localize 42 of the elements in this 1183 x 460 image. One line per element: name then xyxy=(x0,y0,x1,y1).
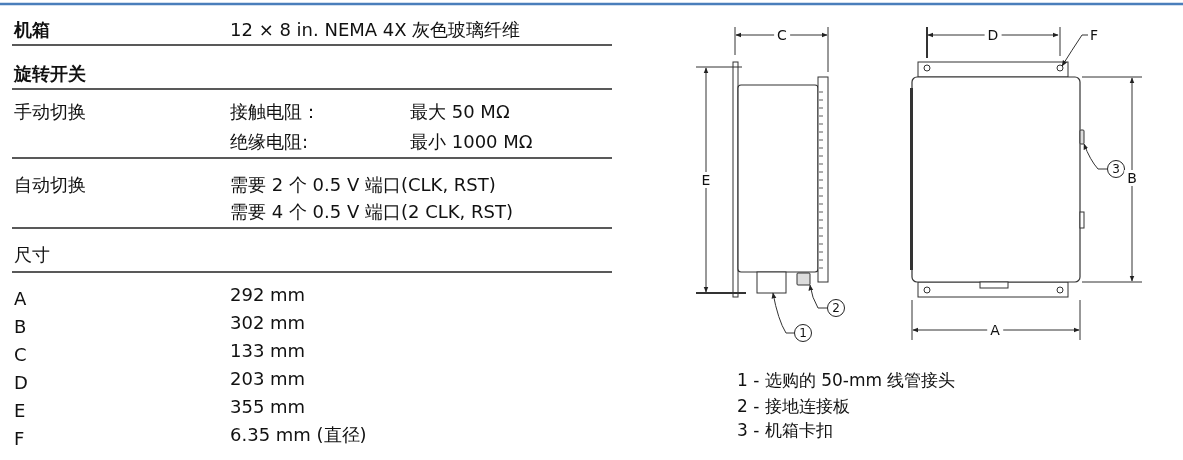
spec-value: 302 mm xyxy=(230,311,306,335)
ground-plate xyxy=(796,272,811,286)
callout-number: 1 xyxy=(794,324,812,342)
leader-line xyxy=(808,284,828,309)
enclosure-latch xyxy=(1079,129,1085,145)
spec-value: 355 mm xyxy=(230,395,306,419)
spec-value: 6.35 mm (直径) xyxy=(230,423,367,447)
spec-label: 绝缘电阻: xyxy=(230,130,309,154)
spec-value: 需要 4 个 0.5 V 端口(2 CLK, RST) xyxy=(230,200,513,224)
spec-label: B xyxy=(14,315,27,339)
spec-label: C xyxy=(14,343,27,367)
section-heading: 机箱 xyxy=(14,18,50,42)
spec-value: 292 mm xyxy=(230,283,306,307)
spec-label: D xyxy=(14,371,28,395)
dimension-label: A xyxy=(987,322,1003,338)
row-heading: 自动切换 xyxy=(14,173,86,197)
spec-value: 最小 1000 MΩ xyxy=(410,130,533,154)
spec-value: 12 × 8 in. NEMA 4X 灰色玻璃纤维 xyxy=(230,18,521,42)
section-heading: 旋转开关 xyxy=(14,62,86,86)
leader-line xyxy=(1061,34,1089,67)
dimension-label: F xyxy=(1088,27,1101,43)
row-heading: 手动切换 xyxy=(14,100,86,124)
spec-value: 133 mm xyxy=(230,339,306,363)
mounting-hole xyxy=(1056,64,1064,72)
spec-label: E xyxy=(14,399,26,423)
spec-label: A xyxy=(14,287,27,311)
callout-note: 3 - 机箱卡扣 xyxy=(737,419,833,441)
callout-number: 3 xyxy=(1107,160,1125,178)
dimension-label: D xyxy=(984,27,1002,43)
callout-note: 1 - 选购的 50-mm 线管接头 xyxy=(737,369,956,391)
spec-label: F xyxy=(14,427,25,451)
leader-line xyxy=(771,292,795,334)
spec-value: 需要 2 个 0.5 V 端口(CLK, RST) xyxy=(230,173,496,197)
spec-label: 接触电阻： xyxy=(230,100,320,124)
spec-value: 203 mm xyxy=(230,367,306,391)
leader-line xyxy=(1083,143,1108,170)
spec-value: 最大 50 MΩ xyxy=(410,100,510,124)
row-heading: 尺寸 xyxy=(14,243,50,267)
callout-note: 2 - 接地连接板 xyxy=(737,395,850,417)
dimension-label: C xyxy=(774,27,790,43)
callout-number: 2 xyxy=(827,299,845,317)
conduit-fitting xyxy=(756,271,787,294)
